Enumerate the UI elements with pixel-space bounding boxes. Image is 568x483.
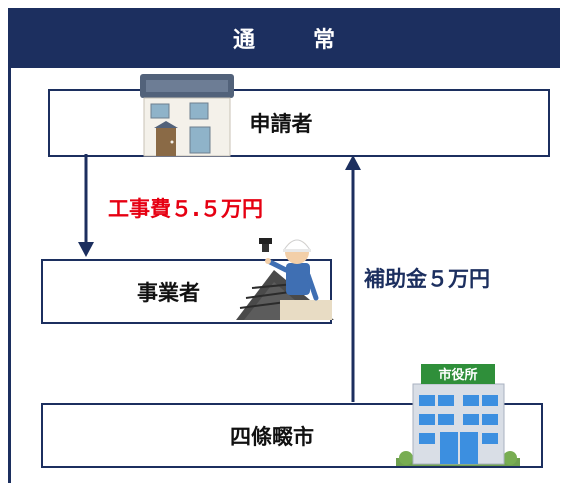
subsidy-label: 補助金５万円 <box>364 267 490 291</box>
business-label: 事業者 <box>137 280 200 305</box>
cost-flow-arrow <box>78 154 94 257</box>
roof-worker-icon <box>236 238 334 320</box>
city-hall-sign-text: 市役所 <box>438 367 477 383</box>
city-label: 四條畷市 <box>230 424 314 449</box>
frame-left-border <box>8 68 11 483</box>
applicant-box: 申請者 <box>48 89 550 157</box>
city-hall-icon <box>396 364 520 466</box>
subsidy-flow-arrow <box>345 155 361 402</box>
diagram-header: 通 常 <box>8 8 560 68</box>
house-icon <box>140 74 234 157</box>
applicant-label: 申請者 <box>249 112 313 136</box>
construction-cost-label: 工事費５.５万円 <box>108 197 263 221</box>
header-title: 通 常 <box>232 28 353 53</box>
